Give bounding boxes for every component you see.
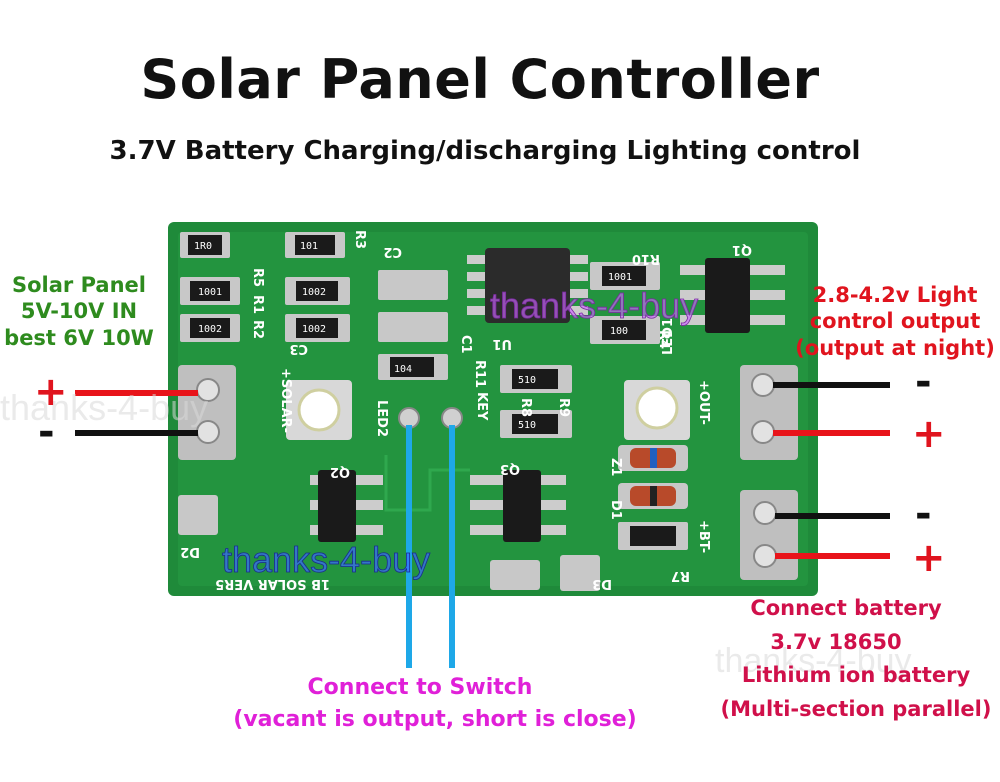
switch-label: Connect to Switch (vacant is output, sho…	[230, 672, 640, 736]
battery-line-1: Connect battery	[750, 596, 942, 620]
out-plus-pad	[751, 420, 775, 444]
battery-label: Connect battery 3.7v 18650 Lithium ion b…	[712, 592, 1000, 726]
silkscreen-label: R9	[556, 398, 571, 417]
diodes	[618, 445, 688, 550]
u1-chip	[467, 248, 588, 323]
silkscreen-label: C1	[458, 335, 473, 354]
q1-transistor	[680, 258, 785, 333]
light-output-line-2: control output	[809, 309, 981, 334]
led1	[624, 380, 690, 440]
led2	[286, 380, 352, 440]
battery-line-3: Lithium ion battery	[741, 663, 971, 688]
page-subtitle: 3.7V Battery Charging/discharging Lighti…	[109, 136, 861, 166]
page-title: Solar Panel Controller	[140, 48, 820, 111]
switch-line-2: (vacant is output, short is close)	[233, 706, 637, 732]
silkscreen-label: D1	[608, 500, 623, 520]
d3-pad	[560, 555, 600, 591]
silkscreen-label: R2	[250, 320, 265, 339]
out-minus-pad	[751, 373, 775, 397]
resistor-code: 101	[300, 241, 318, 252]
silkscreen-label: R8	[518, 398, 533, 417]
light-output-line-1: 2.8-4.2v Light	[812, 283, 978, 307]
resistor-code: 1001	[608, 272, 632, 283]
resistor-group-left	[180, 232, 350, 342]
silkscreen-label: R10	[632, 251, 660, 266]
q2-transistor	[310, 470, 383, 542]
switch-line-1: Connect to Switch	[307, 675, 533, 700]
watermark-2: thanks-4-buy	[222, 539, 430, 580]
silkscreen-label: Q3	[500, 461, 520, 476]
key-trace-outline	[384, 455, 470, 512]
bat-plus-pad	[753, 544, 777, 568]
silkscreen-label: R11	[472, 360, 487, 388]
silkscreen-label: Z1	[608, 458, 623, 476]
solar-label-line-1: Solar Panel	[12, 273, 146, 297]
silkscreen-label: D3	[592, 576, 612, 591]
silkscreen-label: R3	[352, 230, 367, 249]
solar-label-line-2: 5V-10V IN	[20, 299, 138, 324]
q3-transistor	[470, 470, 566, 542]
silkscreen-label: R5	[250, 268, 265, 287]
silkscreen-label: D2	[180, 544, 200, 559]
solar-label-line-3: best 6V 10W	[4, 325, 154, 350]
resistor-code: 104	[394, 364, 412, 375]
watermark-1: thanks-4-buy	[490, 285, 698, 326]
silkscreen-label: 1B SOLAR VER5	[215, 576, 330, 591]
solar-label: Solar Panel 5V-10V IN best 6V 10W	[0, 272, 158, 351]
bat-minus-pad	[753, 501, 777, 525]
silkscreen-label: R1	[250, 295, 265, 314]
out-plus-sign: +	[912, 411, 946, 457]
silkscreen-label: Q2	[330, 464, 350, 479]
light-output-line-3: (output at night)	[795, 335, 995, 360]
silkscreen-label: KEY	[474, 392, 489, 421]
silkscreen-label: +SOLAR-	[278, 368, 293, 433]
resistor-code: 100	[610, 326, 628, 337]
bat-minus-sign: -	[915, 491, 932, 537]
resistor-code: 1R0	[194, 241, 212, 252]
resistor-group-right	[590, 262, 660, 344]
silkscreen-label: R7	[671, 568, 690, 583]
bottom-pad	[490, 560, 540, 590]
solar-minus-sign: -	[38, 409, 55, 455]
resistor-group-center	[500, 365, 572, 438]
resistor-code: 1002	[302, 324, 326, 335]
silkscreen-label: C2	[383, 244, 402, 259]
silkscreen-label: LED1	[661, 318, 676, 355]
bat-plus-sign: +	[912, 535, 946, 581]
light-output-label: 2.8-4.2v Light control output (output at…	[790, 282, 1000, 361]
silkscreen-label: C3	[289, 341, 308, 356]
resistor-code: 1002	[198, 324, 222, 335]
resistor-code: 1002	[302, 287, 326, 298]
watermark-4: thanks-4-buy	[715, 642, 912, 680]
silkscreen-label: +BT-	[696, 520, 711, 553]
silkscreen-label: R4	[656, 330, 671, 349]
silkscreen-label: Q1	[732, 242, 752, 257]
silkscreen-label: +OUT-	[696, 380, 711, 425]
solar-pad-block	[178, 365, 236, 460]
resistor-code: 1001	[198, 287, 222, 298]
silkscreen-label: LED2	[374, 400, 389, 437]
capacitor-pads-c1-c2	[378, 270, 448, 380]
battery-line-2: 3.7v 18650	[770, 629, 902, 654]
battery-line-4: (Multi-section parallel)	[720, 696, 992, 721]
watermark-3: thanks-4-buy	[0, 387, 208, 428]
out-minus-sign: -	[915, 359, 932, 405]
silkscreen-label: U1	[492, 336, 512, 351]
resistor-code: 510	[518, 420, 536, 431]
solar-plus-sign: +	[34, 369, 68, 415]
d2-pad	[178, 495, 218, 535]
resistor-code: 510	[518, 375, 536, 386]
